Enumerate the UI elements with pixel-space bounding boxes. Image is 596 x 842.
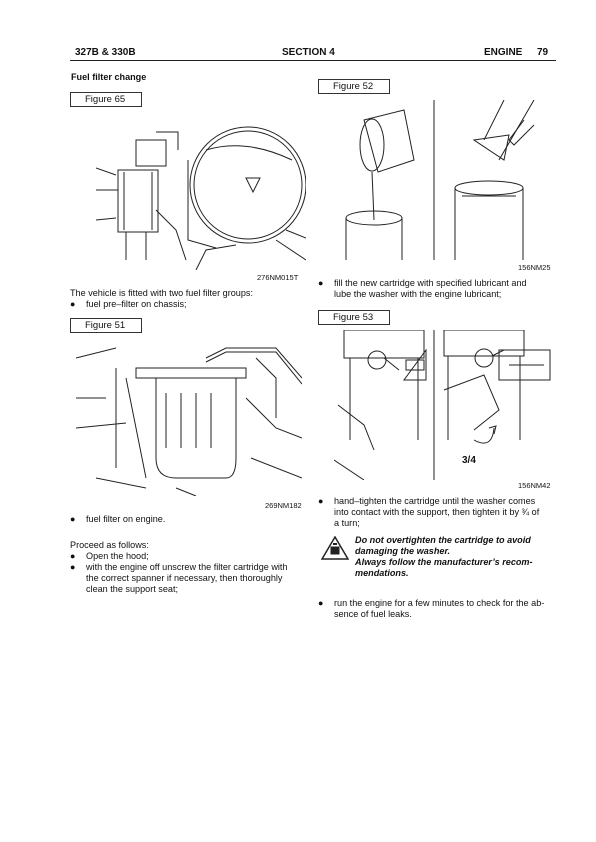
step-unscrew-line1: with the engine off unscrew the filter c… [86, 562, 288, 572]
intro-text: The vehicle is fitted with two fuel filt… [70, 288, 253, 298]
figure-52-illustration [345, 100, 535, 260]
figure-53-code: 156NM42 [518, 481, 551, 490]
hand-text-line3: a turn; [334, 518, 360, 528]
header-rule [70, 60, 556, 61]
figure-65-illustration [96, 126, 306, 270]
header-model: 327B & 330B [75, 47, 136, 58]
fill-text-line2: lube the washer with the engine lubrican… [334, 289, 502, 299]
figure-51-label: Figure 51 [70, 318, 142, 333]
step-unscrew-line2: the correct spanner if necessary, then t… [86, 573, 283, 583]
warning-line1: Do not overtighten the cartridge to avoi… [355, 535, 531, 545]
hand-text-line2: into contact with the support, then tigh… [334, 507, 540, 517]
figure-53-illustration [334, 330, 551, 480]
step-open-hood: Open the hood; [86, 551, 149, 561]
bullet-dot: ● [70, 562, 76, 572]
section-heading: Fuel filter change [71, 72, 147, 82]
fill-text-line1: fill the new cartridge with specified lu… [334, 278, 527, 288]
warning-line3: Always follow the manufacturer’s recom- [355, 557, 533, 567]
figure-53-turn-label: 3/4 [462, 455, 476, 466]
run-text-line2: sence of fuel leaks. [334, 609, 412, 619]
warning-line4: mendations. [355, 568, 409, 578]
bullet-prefilter: fuel pre–filter on chassis; [86, 299, 187, 309]
bullet-dot: ● [70, 514, 76, 524]
figure-65-label: Figure 65 [70, 92, 142, 107]
bullet-dot: ● [318, 278, 324, 288]
bullet-dot: ● [70, 299, 76, 309]
run-text-line1: run the engine for a few minutes to chec… [334, 598, 545, 608]
bullet-dot: ● [318, 496, 324, 506]
figure-51-code: 269NM182 [265, 501, 302, 510]
proceed-text: Proceed as follows: [70, 540, 149, 550]
page-number: 79 [537, 47, 549, 58]
warning-triangle-icon [321, 536, 349, 560]
figure-53-label: Figure 53 [318, 310, 390, 325]
header-section: SECTION 4 [282, 47, 335, 58]
hand-text-line1: hand–tighten the cartridge until the was… [334, 496, 536, 506]
bullet-dot: ● [318, 598, 324, 608]
header-chapter: ENGINE [484, 47, 523, 58]
figure-65-code: 276NM015T [257, 273, 299, 282]
bullet-engine-filter: fuel filter on engine. [86, 514, 166, 524]
step-unscrew-line3: clean the support seat; [86, 584, 179, 594]
figure-52-code: 156NM25 [518, 263, 551, 272]
warning-line2: damaging the washer. [355, 546, 451, 556]
figure-52-label: Figure 52 [318, 79, 390, 94]
bullet-dot: ● [70, 551, 76, 561]
figure-51-illustration [76, 347, 302, 496]
